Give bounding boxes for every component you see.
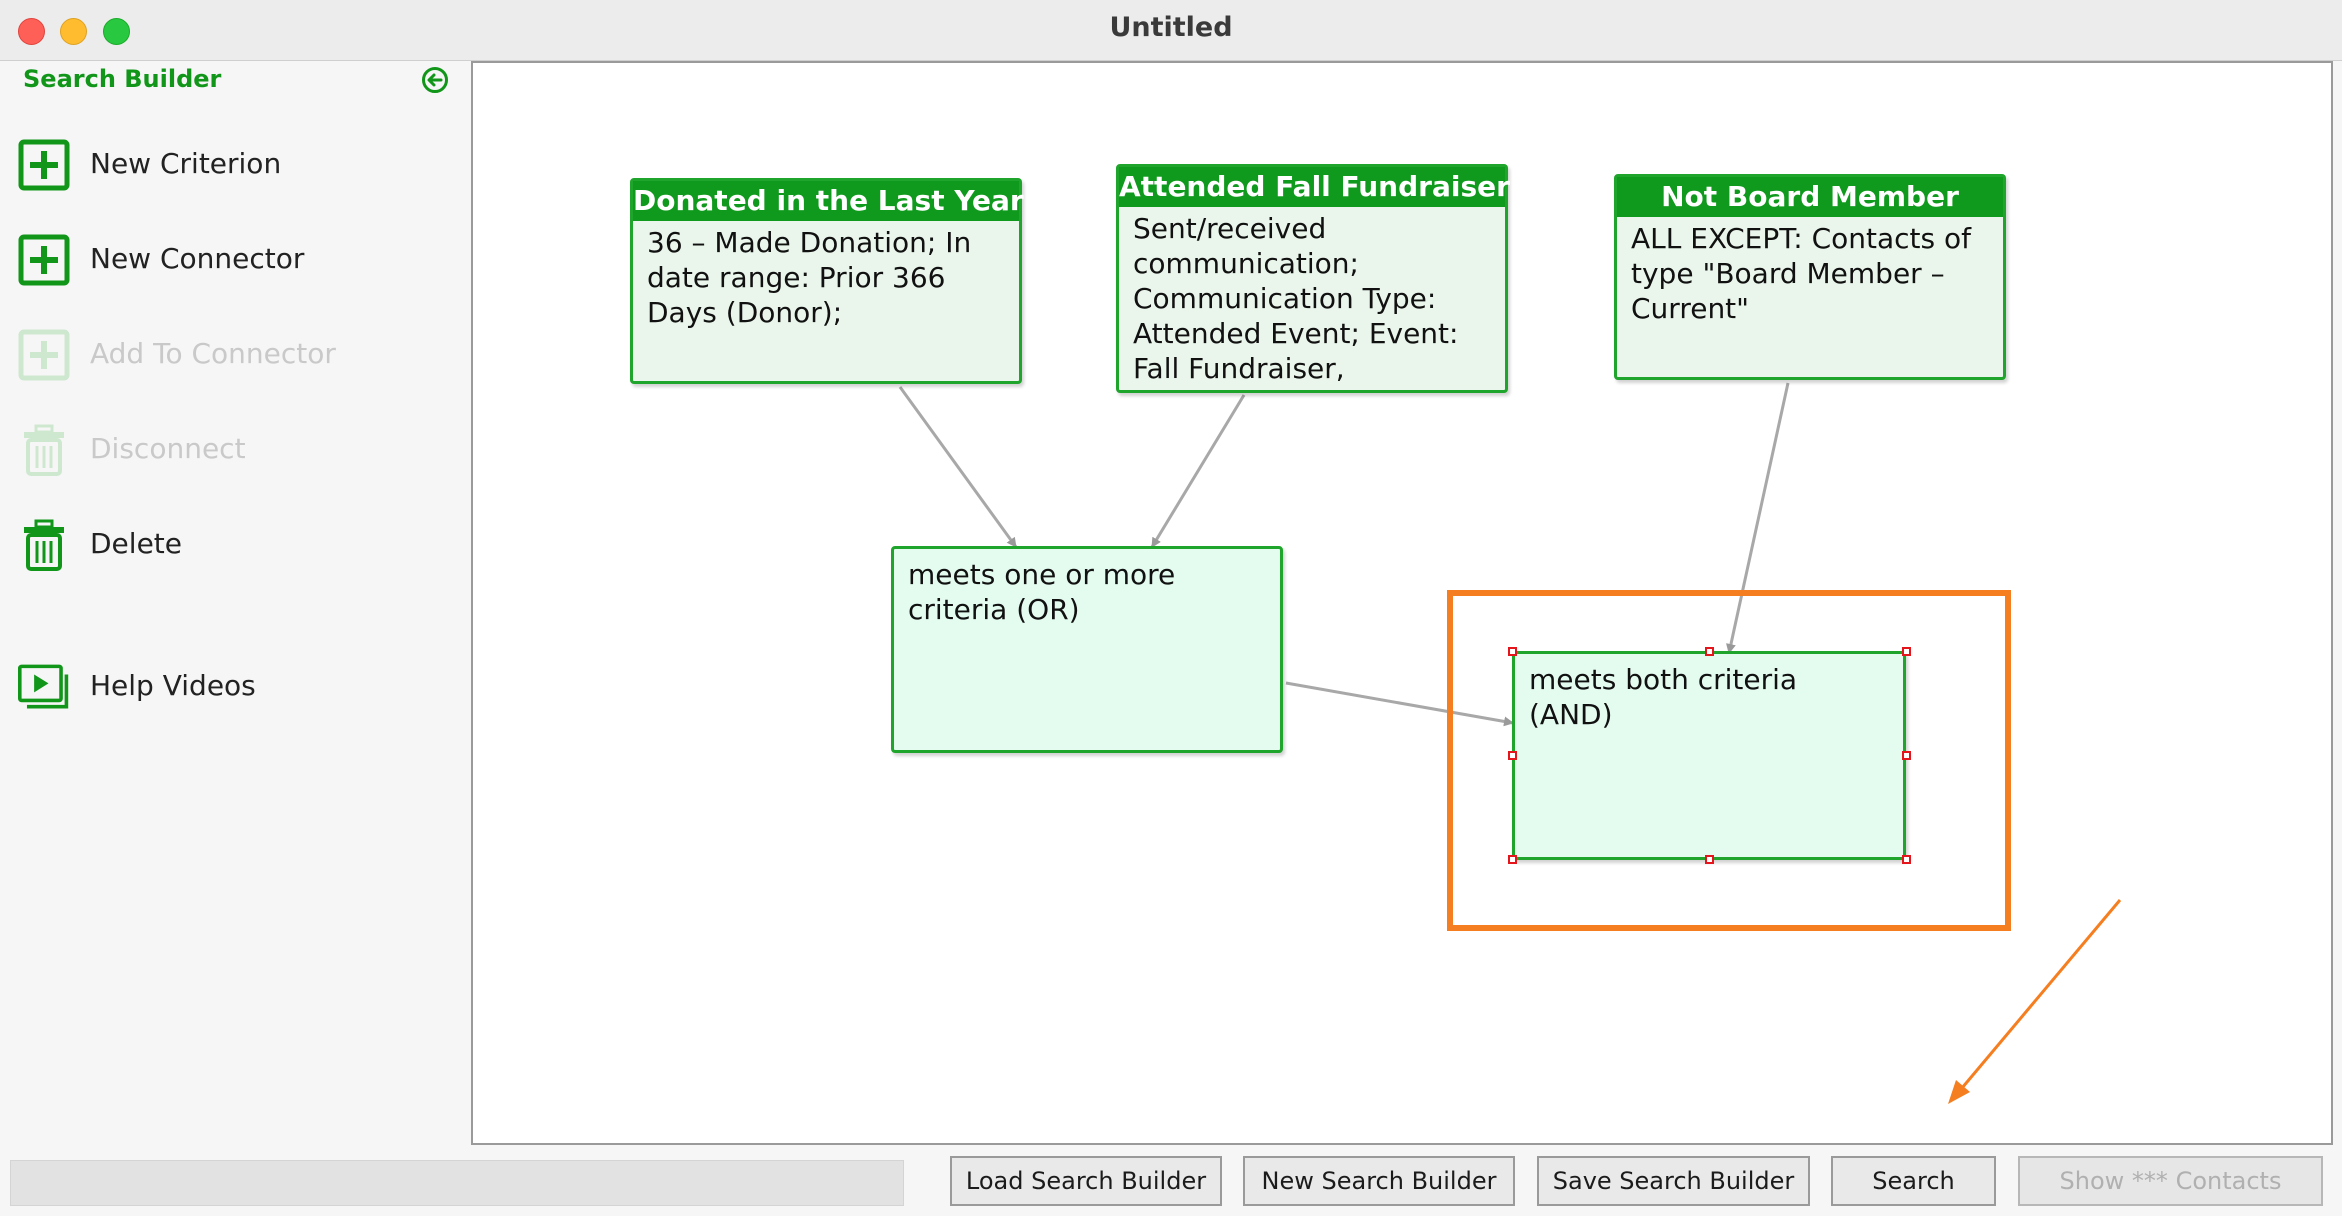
criterion-description: Sent/received communication; Communicati…	[1133, 212, 1459, 385]
criterion-box[interactable]: Donated in the Last Year 36 – Made Donat…	[630, 178, 1024, 384]
save-search-builder-button[interactable]: Save Search Builder	[1537, 1156, 1810, 1206]
sidebar: Search Builder New Criterion New Connect…	[0, 61, 470, 1141]
load-search-builder-button[interactable]: Load Search Builder	[950, 1156, 1222, 1206]
sidebar-item-label: Delete	[90, 527, 182, 560]
connection-line	[1726, 382, 1790, 654]
sidebar-title: Search Builder	[23, 65, 222, 93]
help-videos-button[interactable]: Help Videos	[18, 655, 448, 715]
connection-line	[898, 386, 1018, 548]
criterion-description: ALL EXCEPT: Contacts of type "Board Memb…	[1631, 222, 1971, 325]
criterion-box[interactable]: Attended Fall Fundraiser Sent/received c…	[1116, 164, 1510, 393]
add-to-connector-button[interactable]: Add To Connector	[18, 323, 448, 383]
status-field	[10, 1160, 904, 1206]
sidebar-item-label: Help Videos	[90, 669, 256, 702]
criterion-title: Not Board Member	[1617, 177, 2003, 217]
maximize-window-button[interactable]	[103, 18, 130, 45]
plus-box-icon	[18, 329, 70, 381]
highlight-annotation	[1447, 590, 2011, 931]
show-contacts-button[interactable]: Show *** Contacts	[2018, 1156, 2323, 1206]
connection-lines	[898, 382, 1790, 727]
delete-button[interactable]: Delete	[18, 513, 448, 573]
sidebar-item-label: Disconnect	[90, 432, 246, 465]
connector-label: meets both criteria (AND)	[1529, 663, 1798, 731]
play-video-icon	[18, 664, 69, 709]
new-criterion-button[interactable]: New Criterion	[18, 133, 448, 193]
criterion-title: Attended Fall Fundraiser	[1119, 167, 1510, 207]
resize-handle[interactable]	[1705, 647, 1714, 656]
connector-label: meets one or more criteria (OR)	[908, 558, 1176, 626]
connector-box[interactable]: meets one or more criteria (OR)	[891, 546, 1283, 753]
minimize-window-button[interactable]	[60, 18, 87, 45]
resize-handle[interactable]	[1902, 855, 1911, 864]
collapse-sidebar-icon[interactable]	[420, 65, 450, 95]
search-builder-canvas[interactable]: Donated in the Last Year 36 – Made Donat…	[471, 61, 2333, 1145]
window-title: Untitled	[1109, 12, 1233, 43]
trash-icon	[24, 519, 64, 571]
search-button[interactable]: Search	[1831, 1156, 1996, 1206]
criterion-description: 36 – Made Donation; In date range: Prior…	[647, 226, 972, 329]
resize-handle[interactable]	[1705, 855, 1714, 864]
connection-line	[1285, 681, 1514, 727]
title-bar: Untitled	[0, 0, 2342, 61]
plus-box-icon	[18, 234, 70, 286]
sidebar-item-label: New Connector	[90, 242, 305, 275]
resize-handle[interactable]	[1902, 647, 1911, 656]
resize-handle[interactable]	[1902, 751, 1911, 760]
trash-icon	[24, 424, 64, 476]
new-search-builder-button[interactable]: New Search Builder	[1243, 1156, 1515, 1206]
plus-box-icon	[18, 139, 70, 191]
resize-handle[interactable]	[1508, 751, 1517, 760]
resize-handle[interactable]	[1508, 855, 1517, 864]
criterion-title: Donated in the Last Year	[633, 181, 1024, 221]
sidebar-item-label: New Criterion	[90, 147, 282, 180]
connection-line	[1150, 394, 1246, 548]
disconnect-button[interactable]: Disconnect	[18, 418, 448, 478]
resize-handle[interactable]	[1508, 647, 1517, 656]
new-connector-button[interactable]: New Connector	[18, 228, 448, 288]
close-window-button[interactable]	[18, 18, 45, 45]
criterion-box[interactable]: Not Board Member ALL EXCEPT: Contacts of…	[1614, 174, 2006, 380]
sidebar-item-label: Add To Connector	[90, 337, 336, 370]
